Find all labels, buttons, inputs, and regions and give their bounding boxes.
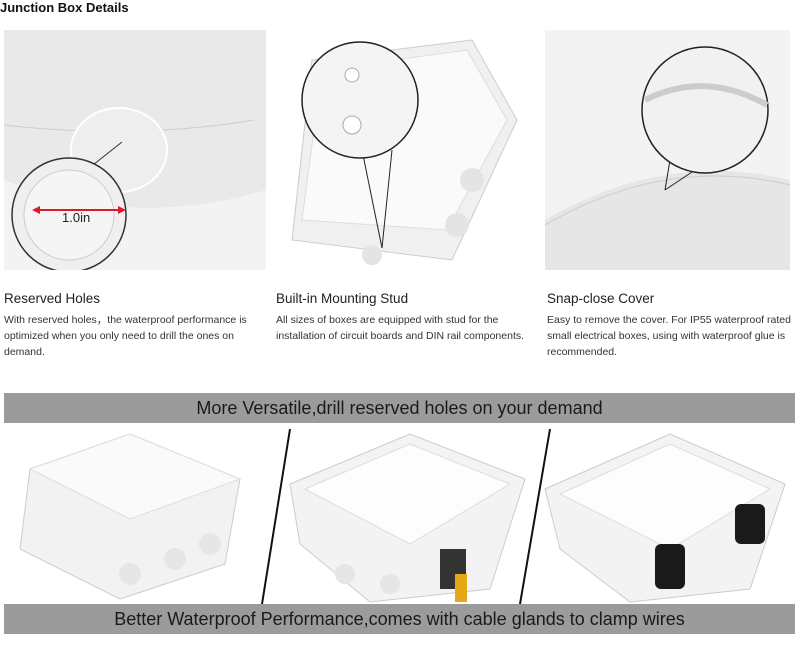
open-box-image [289,433,526,603]
mounting-stud-image [272,30,522,270]
page-title: Junction Box Details [0,0,129,15]
junction-box-photos [19,428,786,604]
feature-heading: Snap-close Cover [547,291,655,306]
feature-text: With reserved holes，the waterproof perfo… [4,314,247,358]
snap-cover-image [545,30,790,270]
feature-mounting-stud: Built-in Mounting Stud All sizes of boxe… [276,291,526,344]
waterproof-banner: Better Waterproof Performance,comes with… [4,604,795,634]
hole-size-callout: 1.0in [62,210,91,225]
box-with-glands-image [544,433,786,603]
feature-reserved-holes: Reserved Holes With reserved holes，the w… [4,291,254,360]
feature-heading: Built-in Mounting Stud [276,291,409,306]
feature-heading: Reserved Holes [4,291,101,306]
closed-box-image [19,433,242,600]
feature-snap-cover: Snap-close Cover Easy to remove the cove… [547,291,797,360]
feature-text: Easy to remove the cover. For IP55 water… [547,314,791,358]
reserved-holes-image: 1.0in [4,30,266,270]
feature-text: All sizes of boxes are equipped with stu… [276,314,525,342]
versatile-banner: More Versatile,drill reserved holes on y… [4,393,795,423]
